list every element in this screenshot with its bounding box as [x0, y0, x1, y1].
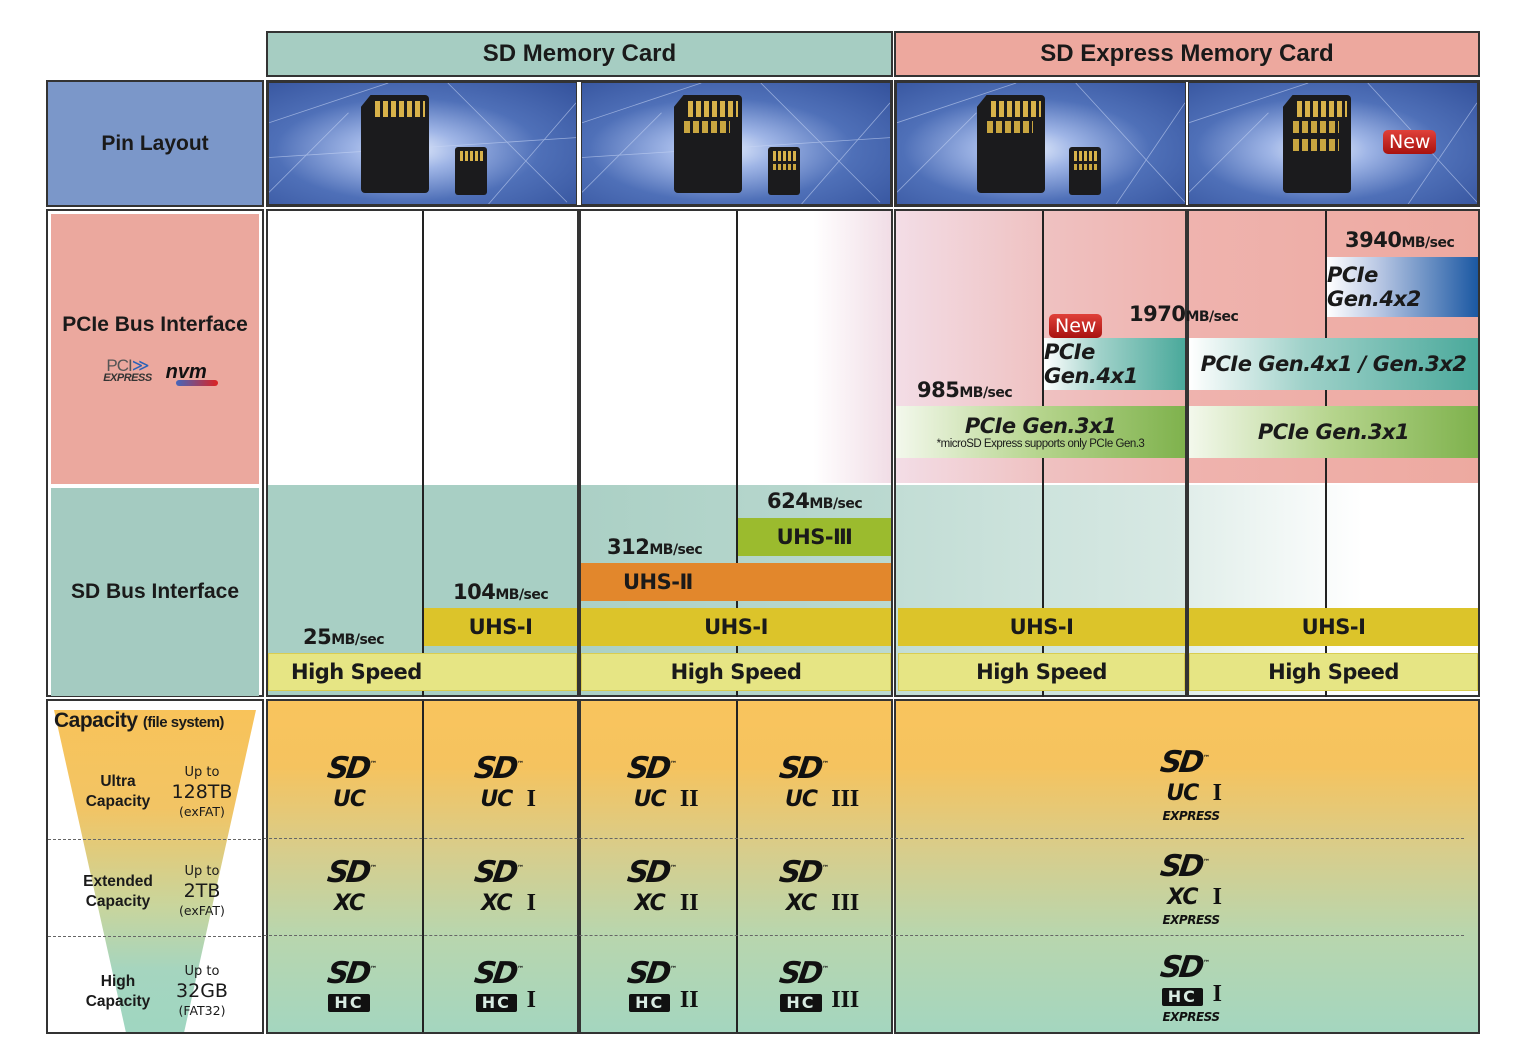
pcie-bus-interface-label: PCIe Bus Interface PCI≫ EXPRESS nvm	[51, 214, 259, 484]
speed-label-1970: 1970MB/sec	[1129, 302, 1239, 326]
column-divider	[422, 701, 424, 1032]
express-wordmark: EXPRESS	[1162, 809, 1220, 823]
bar-uhs3: UHS-Ⅲ	[738, 518, 891, 556]
speed-label-985: 985MB/sec	[917, 378, 1013, 402]
uhs-roman-numeral: I	[526, 890, 536, 916]
speed-label-312: 312MB/sec	[607, 535, 703, 559]
pin-layout-label-text: Pin Layout	[101, 131, 209, 155]
speed-label-624: 624MB/sec	[767, 489, 863, 513]
uhs-roman-numeral: II	[679, 890, 699, 916]
uhs-roman-numeral: III	[831, 987, 860, 1013]
sd-express-memory-card-header: SD Express Memory Card	[894, 31, 1480, 77]
sd-memory-card-header: SD Memory Card	[266, 31, 893, 77]
pin-layout-label: Pin Layout	[46, 80, 264, 207]
bar-pcie-gen4x2: PCIe Gen.4x2	[1327, 257, 1478, 317]
speed-label-104: 104MB/sec	[453, 580, 549, 604]
bar-pcie-gen3x1-express-1: PCIe Gen.3x1 *microSD Express supports o…	[896, 406, 1185, 458]
speed-label-3940: 3940MB/sec	[1345, 228, 1455, 252]
bar-high-speed-1: High Speed	[268, 653, 577, 691]
sd-bus-interface-label: SD Bus Interface	[51, 488, 259, 696]
pcie-fade-bg	[736, 211, 891, 483]
uhs-roman-numeral: II	[679, 987, 699, 1013]
bar-high-speed-2: High Speed	[581, 653, 891, 691]
uhs-roman-numeral: I	[1212, 780, 1222, 806]
bar-pcie-gen4x1-gen3x2: PCIe Gen.4x1 / Gen.3x2	[1189, 338, 1478, 390]
sd-memory-card-title: SD Memory Card	[482, 40, 677, 67]
uhs-roman-numeral: III	[831, 786, 860, 812]
capacity-divider	[264, 935, 1464, 936]
bar-pcie-gen4x1-express-1: PCIe Gen.4x1	[1044, 338, 1185, 390]
express-wordmark: EXPRESS	[1162, 1010, 1220, 1024]
pin-layout-express-2: New	[1188, 82, 1478, 205]
bar-uhs1-1: UHS-I	[424, 608, 577, 646]
nvm-express-logo: nvm	[166, 360, 218, 386]
uhs-roman-numeral: I	[1212, 981, 1222, 1007]
microsd-card-icon	[1069, 147, 1101, 195]
logos-express-column	[894, 699, 1480, 1034]
uhs-roman-numeral: I	[526, 987, 536, 1013]
sd-card-icon	[361, 95, 429, 193]
new-badge: New	[1049, 314, 1103, 338]
bar-uhs1-4: UHS-I	[1189, 608, 1478, 646]
sd-card-icon	[977, 95, 1045, 193]
microsd-card-icon	[455, 147, 487, 195]
microsd-express-note: *microSD Express supports only PCIe Gen.…	[936, 438, 1145, 450]
microsd-card-icon	[768, 147, 800, 195]
pin-layout-sd-uhs2	[581, 82, 891, 205]
bar-high-speed-4: High Speed	[1189, 653, 1478, 691]
sd-bus-interface-label-text: SD Bus Interface	[70, 580, 240, 603]
bar-uhs1-2: UHS-I	[581, 608, 891, 646]
express-wordmark: EXPRESS	[1162, 913, 1220, 927]
uhs-roman-numeral: I	[526, 786, 536, 812]
column-divider	[422, 211, 424, 697]
bar-high-speed-3: High Speed	[898, 653, 1185, 691]
pin-layout-express-1	[896, 82, 1186, 205]
sd-express-memory-card-title: SD Express Memory Card	[1040, 40, 1334, 67]
capacity-divider	[264, 838, 1464, 839]
bar-uhs2: UHS-Ⅱ	[581, 563, 891, 601]
bar-uhs1-3: UHS-I	[898, 608, 1185, 646]
capacity-divider	[48, 839, 262, 840]
column-divider	[736, 211, 738, 697]
pin-layout-sd-uhs1	[268, 82, 577, 205]
sd-card-icon	[1283, 95, 1351, 193]
uhs-roman-numeral: I	[1212, 884, 1222, 910]
uhs-roman-numeral: II	[679, 786, 699, 812]
pcie-bus-interface-label-text: PCIe Bus Interface	[62, 313, 248, 336]
bar-pcie-gen3x1-express-2: PCIe Gen.3x1	[1189, 406, 1478, 458]
bar-pcie-gen3x1-label: PCIe Gen.3x1	[964, 414, 1117, 438]
sd-card-icon	[674, 95, 742, 193]
column-divider	[736, 701, 738, 1032]
pci-express-logo: PCI≫ EXPRESS	[103, 356, 152, 384]
uhs-roman-numeral: III	[831, 890, 860, 916]
pcie-logos: PCI≫ EXPRESS nvm	[103, 356, 218, 386]
bus-interface-label-frame: PCIe Bus Interface PCI≫ EXPRESS nvm SD B…	[46, 209, 264, 697]
speed-label-25: 25MB/sec	[303, 625, 385, 649]
capacity-title: Capacity (file system)	[54, 709, 224, 732]
new-badge: New	[1383, 130, 1437, 154]
capacity-divider	[48, 936, 262, 937]
